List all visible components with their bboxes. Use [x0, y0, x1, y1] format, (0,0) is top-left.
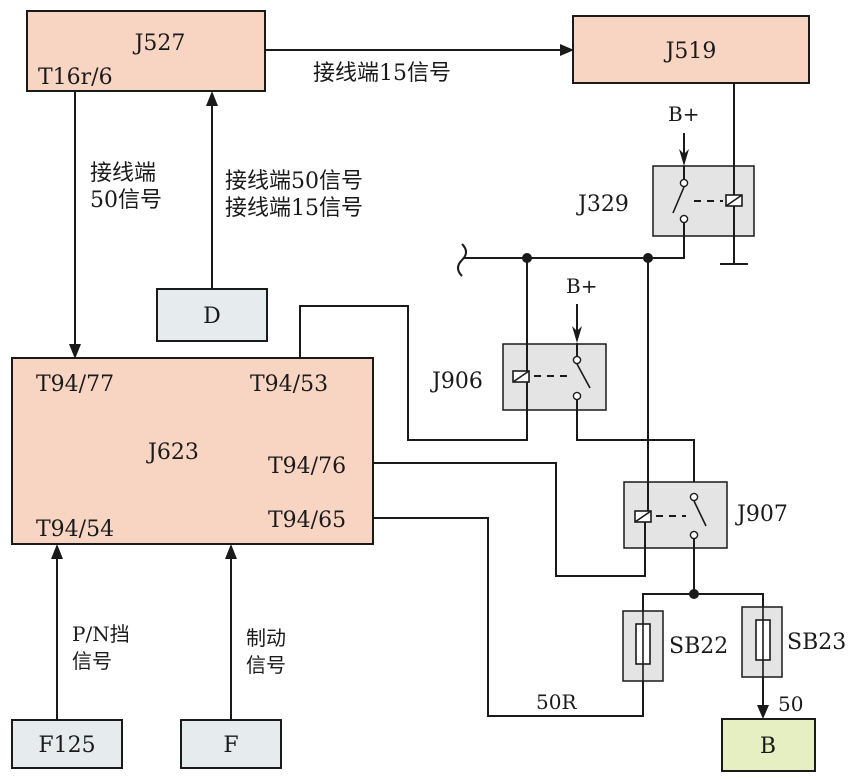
j519-label: J519	[664, 39, 717, 64]
wire-50-label: 50	[778, 692, 803, 716]
brake-signal-label-line1: 制动	[246, 626, 286, 650]
terminal50-label-line1: 接线端	[90, 161, 156, 186]
j907-relay: J907	[623, 481, 788, 549]
d-label: D	[203, 304, 221, 329]
sb22-label: SB22	[669, 634, 728, 659]
f-label: F	[223, 733, 238, 758]
j527-pin-label: T16r/6	[38, 65, 113, 90]
arrow-up-icon	[51, 544, 63, 559]
j906-label: J906	[430, 369, 483, 394]
brake-signal-label-line2: 信号	[246, 653, 286, 677]
f-component: F	[180, 719, 282, 769]
arrow-right-icon	[560, 44, 574, 56]
j623-module: T94/77 T94/53 J623 T94/76 T94/65 T94/54	[11, 357, 374, 545]
j623-pin-76: T94/76	[268, 454, 346, 479]
arrow-up-icon	[206, 91, 218, 106]
pn-signal-label-line1: P/N挡	[72, 622, 130, 646]
wire-50r-label: 50R	[536, 690, 577, 714]
b-label: B	[760, 734, 776, 759]
j519-module: J519	[572, 15, 810, 84]
j623-pin-54: T94/54	[36, 517, 114, 542]
j527-label: J527	[133, 31, 186, 56]
sb22-fuse: SB22	[622, 610, 728, 682]
d-signal-label-line2: 接线端15信号	[225, 196, 363, 221]
arrow-down-icon	[679, 149, 689, 166]
j623-pin-65: T94/65	[268, 508, 346, 533]
wire-break-icon	[457, 243, 467, 277]
terminal50-label-line2: 50信号	[90, 188, 162, 213]
f125-label: F125	[38, 733, 95, 758]
j906-relay: J906	[430, 343, 607, 411]
bplus-label-j329: B+	[668, 102, 699, 126]
j907-label: J907	[735, 502, 788, 527]
arrow-down-icon	[757, 705, 769, 719]
arrow-down-icon	[69, 344, 81, 359]
bplus-label-j906: B+	[566, 274, 597, 298]
j329-label: J329	[576, 192, 629, 217]
sb23-label: SB23	[787, 630, 846, 655]
f125-component: F125	[11, 719, 123, 769]
j623-pin-53: T94/53	[250, 372, 328, 397]
j329-relay: J329	[576, 165, 755, 237]
j527-module: J527 T16r/6	[26, 10, 266, 92]
j623-label: J623	[146, 440, 199, 465]
sb23-fuse: SB23	[741, 606, 846, 678]
j623-pin-77: T94/77	[36, 372, 114, 397]
arrow-up-icon	[225, 544, 237, 559]
arrow-down-icon	[572, 326, 582, 343]
b-component: B	[721, 718, 816, 772]
terminal15-signal-label: 接线端15信号	[313, 61, 451, 86]
d-signal-label-line1: 接线端50信号	[225, 169, 363, 194]
d-component: D	[156, 288, 268, 342]
pn-signal-label-line2: 信号	[72, 649, 112, 673]
